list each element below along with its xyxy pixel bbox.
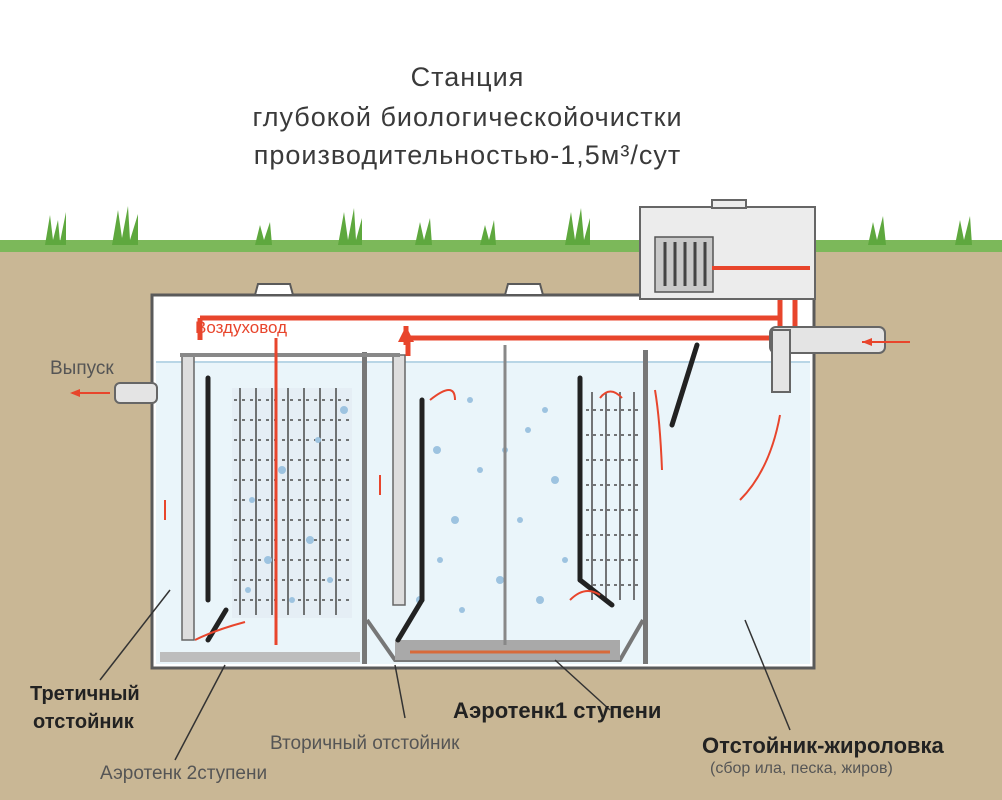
title-line-1: Станция <box>410 62 525 92</box>
label-tertiary-settler-line-1: Третичный <box>30 683 140 705</box>
outlet-pipe <box>114 382 158 404</box>
inlet-pipe <box>769 326 886 354</box>
label-aerotank-1: Аэротенк1 ступени <box>453 698 662 723</box>
gravel-middle <box>395 640 620 660</box>
hatch-left <box>253 283 295 296</box>
label-air-duct: Воздуховод <box>195 318 288 337</box>
leader-lines <box>99 589 791 761</box>
title-line-3: производительностью-1,5м³/сут <box>253 140 682 170</box>
bio-load-right <box>586 392 640 600</box>
grass-tufts <box>45 206 972 245</box>
gravel-left <box>160 652 360 662</box>
label-outlet: Выпуск <box>50 358 114 379</box>
flow-arrows <box>164 389 781 641</box>
label-grease-trap-note: (сбор ила, песка, жиров) <box>710 760 893 777</box>
hatch-middle <box>503 283 545 296</box>
airlift-tubes <box>181 354 406 641</box>
label-grease-trap: Отстойник-жироловка <box>702 733 944 758</box>
wall-2 <box>643 350 648 664</box>
label-tertiary-settler-line-2: отстойник <box>33 711 134 733</box>
label-secondary-settler: Вторичный отстойник <box>270 733 460 754</box>
air-bubbles <box>245 397 568 613</box>
wall-1 <box>362 352 367 664</box>
title-line-2: глубокой биологическойочистки <box>252 102 683 132</box>
bio-load-left <box>232 388 352 618</box>
grass-strip <box>0 240 1002 252</box>
label-aerotank-2: Аэротенк 2ступени <box>100 763 268 784</box>
